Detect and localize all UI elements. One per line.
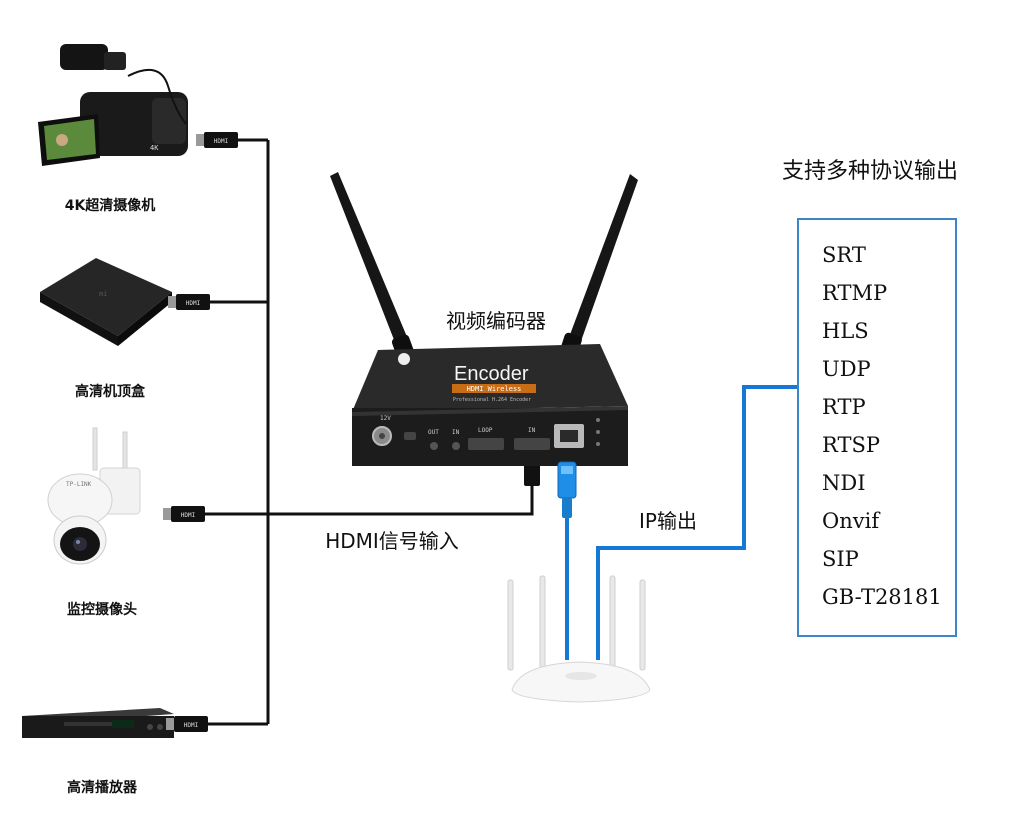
svg-text:TP-LINK: TP-LINK [66, 481, 92, 488]
source-label-camcorder: 4K超清摄像机 [65, 197, 156, 214]
lan-cable-router-output [596, 385, 798, 660]
usb-port [404, 432, 416, 440]
encoder-brand: Encoder [454, 363, 529, 385]
network-cables [565, 385, 798, 660]
port-loop-label: LOOP [478, 427, 493, 434]
hdmi-cable-to-encoder [205, 483, 534, 516]
encoder-badge: HDMI Wireless [467, 385, 522, 393]
audio-in-jack [452, 442, 460, 450]
hdmi-plug-label: HDMI [186, 300, 201, 307]
hdmi-cable-bus [205, 138, 534, 726]
port-power-label: 12V [380, 415, 391, 422]
hdmi-plug-security: HDMI [163, 506, 205, 522]
hdmi-plug-label: HDMI [181, 512, 196, 519]
source-label-settop: 高清机顶盒 [75, 383, 146, 400]
security-camera-icon: TP-LINK [47, 427, 141, 565]
protocol-item-gb-t28181: GB-T28181 [822, 585, 942, 609]
hdmi-in-port [514, 438, 550, 450]
audio-out-jack [430, 442, 438, 450]
set-top-box-icon: mi [40, 258, 172, 346]
port-out-label: OUT [428, 429, 439, 436]
svg-text:4K: 4K [150, 144, 159, 152]
protocol-item-rtsp: RTSP [822, 433, 880, 457]
protocols-title: 支持多种协议输出 [782, 159, 958, 184]
protocol-item-ndi: NDI [822, 471, 866, 495]
protocol-item-hls: HLS [822, 319, 869, 343]
hdmi-plug-player: HDMI [166, 716, 208, 732]
encoder-subtitle: Professional H.264 Encoder [453, 397, 531, 403]
protocol-item-sip: SIP [822, 547, 859, 571]
protocol-item-srt: SRT [822, 243, 866, 267]
protocol-item-udp: UDP [822, 357, 871, 381]
source-label-player: 高清播放器 [67, 779, 138, 796]
ip-output-label: IP输出 [639, 509, 697, 533]
encoder-device: Encoder HDMI Wireless Professional H.264… [352, 344, 628, 466]
hdmi-input-label: HDMI信号输入 [325, 529, 459, 553]
router-icon [507, 575, 651, 703]
encoder-title: 视频编码器 [446, 309, 546, 333]
protocol-item-onvif: Onvif [822, 509, 881, 533]
port-in-hdmi-label: IN [528, 427, 536, 434]
camcorder-icon: 4K [38, 44, 188, 166]
protocol-list-box [797, 218, 957, 637]
source-label-security: 监控摄像头 [67, 601, 137, 618]
protocol-item-rtmp: RTMP [822, 281, 887, 305]
hdmi-plug-settop: HDMI [168, 294, 210, 310]
hdmi-plug-label: HDMI [214, 138, 229, 145]
protocol-item-rtp: RTP [822, 395, 866, 419]
port-in-audio-label: IN [452, 429, 460, 436]
hdmi-plug-camcorder: HDMI [196, 132, 238, 148]
dvd-player-icon [22, 708, 174, 738]
hdmi-plug-label: HDMI [184, 722, 199, 729]
svg-text:mi: mi [99, 290, 107, 298]
hdmi-loop-port [468, 438, 504, 450]
rj45-plug-icon [557, 461, 577, 518]
